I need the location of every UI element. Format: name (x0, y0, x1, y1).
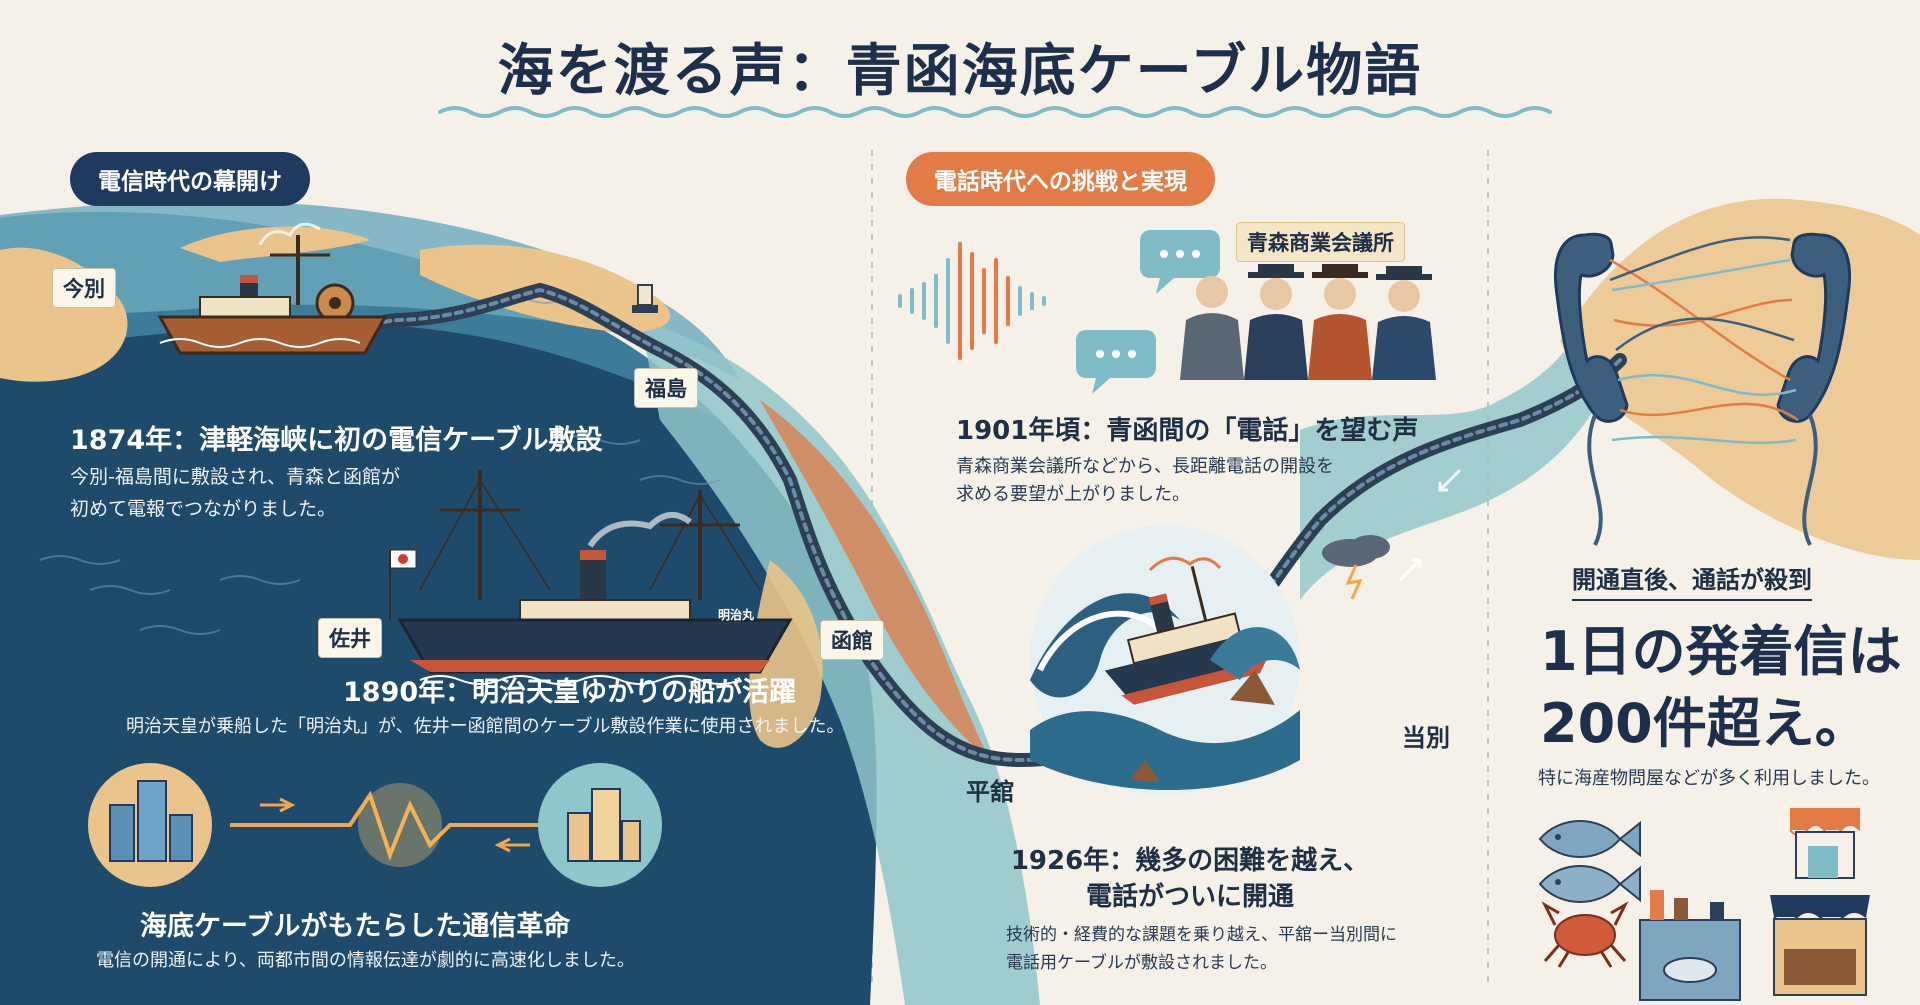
title-wave-divider (438, 106, 1552, 118)
stat-daily-calls-2: 200件超え。 (1540, 692, 1869, 755)
place-label-tairadate: 平舘 (966, 778, 1014, 806)
meijimaru-ship-icon (389, 470, 793, 685)
ship-name-label: 明治丸 (718, 608, 755, 622)
stat-daily-calls-1: 1日の発着信は (1540, 620, 1902, 683)
shop-icon (1789, 808, 1861, 879)
event-1901-heading: 1901年頃：青函間の「電話」を望む声 (956, 416, 1419, 446)
speech-bubble-icon (1076, 330, 1156, 394)
storm-cloud-icon (1322, 535, 1390, 600)
fish-icon (1538, 820, 1641, 858)
buoy-icon (632, 284, 658, 313)
event-1890-heading: 1890年：明治天皇ゆかりの船が活躍 (343, 677, 797, 708)
crab-icon (1541, 901, 1629, 968)
orange-flow (760, 400, 990, 760)
imabetsu-cable-ship-icon (157, 222, 388, 355)
sand-patch-top (180, 226, 370, 262)
revolution-heading: 海底ケーブルがもたらした通信革命 (140, 911, 571, 942)
teal-flow-band (640, 320, 1040, 1005)
city-building-icon (88, 763, 212, 887)
place-label-sai: 佐井 (318, 618, 382, 658)
section-heading-telegraph: 電信時代の幕開け (70, 152, 310, 206)
sea-wave-strokes (39, 296, 721, 635)
factory-icon (1639, 890, 1741, 1001)
business-men-icon (1180, 264, 1436, 380)
event-1926-text-2: 電話用ケーブルが敷設されました。 (1006, 953, 1277, 973)
place-label-tobetsu: 当別 (1402, 724, 1450, 752)
sound-wave-icon (898, 242, 1046, 360)
opening-note: 特に海産物問屋などが多く利用しました。 (1538, 768, 1880, 789)
call-lines (1609, 236, 1799, 445)
telephone-handset-icon (1776, 232, 1852, 546)
signal-wave-icon (230, 783, 560, 867)
place-label-hakodate: 函館 (820, 620, 884, 660)
right-flow-band (1300, 330, 1600, 600)
event-1926-text-1: 技術的・経費的な課題を乗り越え、平舘ー当別間に (1006, 925, 1397, 945)
event-1890-text-1: 明治天皇が乗船した「明治丸」が、佐井ー函館間のケーブル敷設作業に使用されました。 (126, 716, 845, 737)
event-1874-text-2: 初めて電報でつながりました。 (70, 498, 337, 520)
fish-icon (1538, 865, 1641, 903)
event-1874-text-1: 今別-福島間に敷設され、青森と函館が (70, 466, 401, 488)
cable-arrows (1398, 468, 1462, 582)
event-1926-heading-1: 1926年：幾多の困難を越え、 (1010, 846, 1370, 876)
place-label-imabetsu: 今別 (52, 268, 116, 308)
page-title: 海を渡る声：青函海底ケーブル物語 (497, 39, 1423, 104)
event-1901-text-2: 求める要望が上がりました。 (956, 484, 1190, 505)
hakodate-coast (749, 560, 823, 748)
event-1901-text-1: 青森商業会議所などから、長距離電話の開設を (956, 456, 1334, 477)
market-stall-icon (1770, 895, 1870, 996)
chamber-of-commerce-label: 青森商業会議所 (1236, 222, 1405, 262)
city-building-icon (538, 763, 662, 887)
section-heading-telephone: 電話時代への挑戦と実現 (906, 152, 1215, 206)
event-1926-heading-2: 電話がついに開通 (1085, 882, 1294, 912)
light-sea (0, 200, 740, 380)
telephone-handset-icon (1553, 232, 1629, 546)
revolution-text-1: 電信の開通により、両都市間の情報伝達が劇的に高速化しました。 (96, 950, 635, 971)
opening-heading: 開通直後、通話が殺到 (1572, 560, 1812, 601)
speech-bubble-icon (1140, 230, 1220, 294)
place-label-fukushima: 福島 (634, 368, 698, 408)
storm-ship-icon (1030, 525, 1300, 795)
event-1874-heading: 1874年：津軽海峡に初の電信ケーブル敷設 (70, 425, 603, 456)
submarine-cable-highlight (338, 287, 1622, 763)
